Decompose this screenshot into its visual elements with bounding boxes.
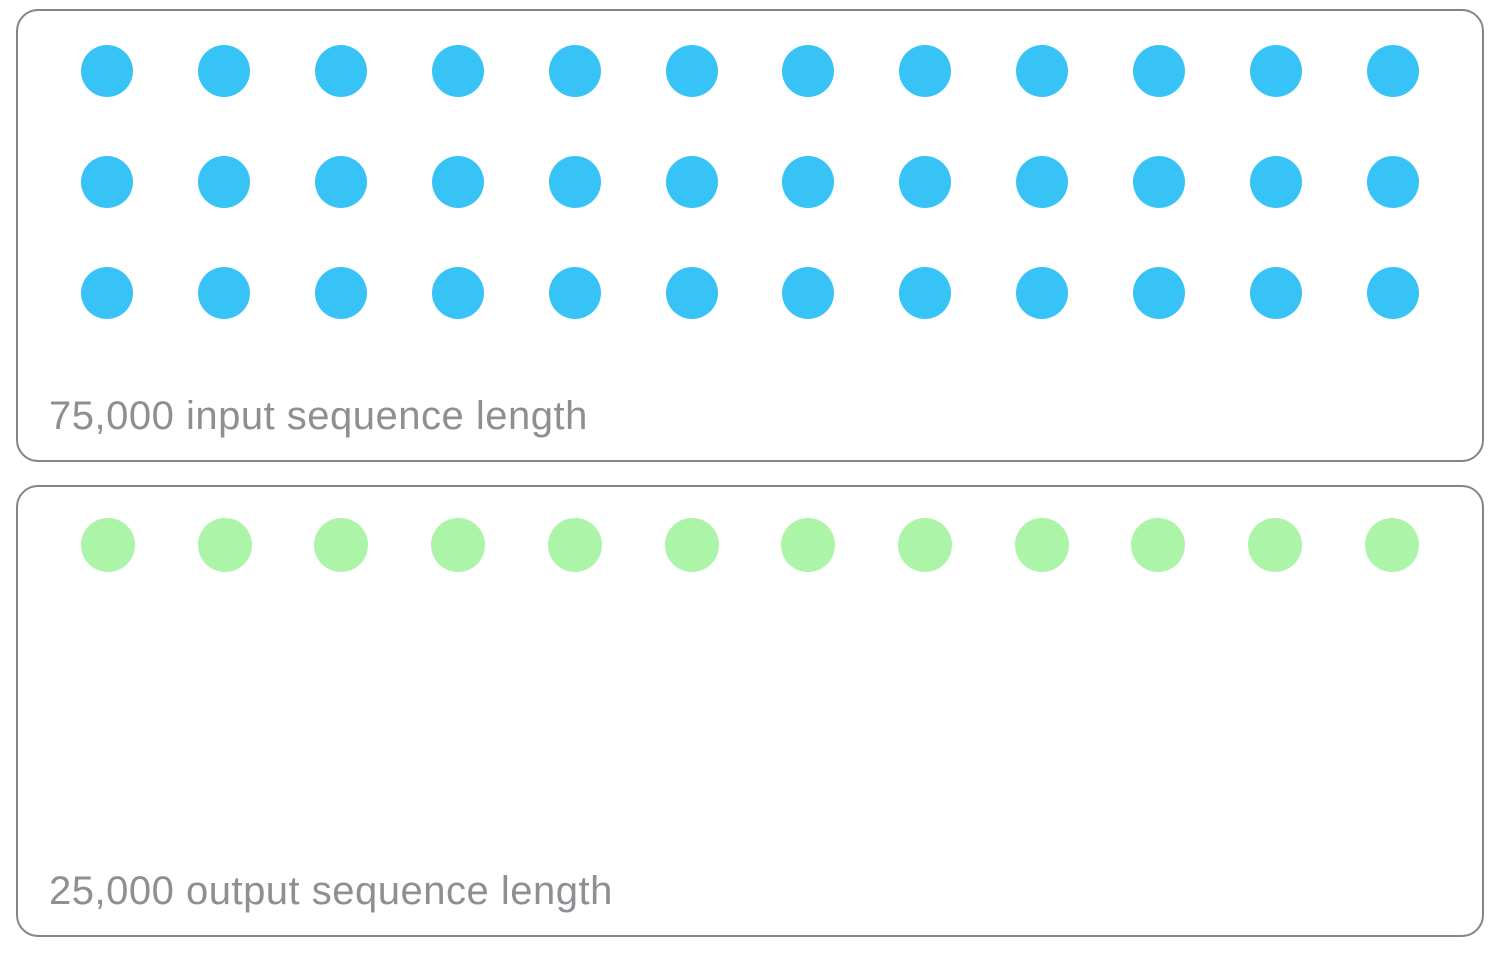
input-token-dot [665,45,718,97]
input-token-dot [431,45,484,97]
input-token-dot [1016,45,1069,97]
output-token-dot [1131,518,1186,572]
input-sequence-label: 75,000 input sequence length [49,394,588,438]
output-token-dot [314,518,369,572]
input-token-dot [548,267,601,319]
input-token-dot [1366,45,1419,97]
dot-row [81,45,1419,97]
input-token-dot [782,45,835,97]
output-sequence-panel: 25,000 output sequence length [16,485,1484,937]
output-token-dot [781,518,836,572]
dot-row [81,518,1419,572]
dot-row [81,156,1419,208]
input-token-dot [1133,45,1186,97]
input-token-dot [81,156,133,208]
input-token-dot [314,156,367,208]
input-sequence-panel: 75,000 input sequence length [16,9,1484,462]
output-token-dot [431,518,486,572]
output-token-dot [664,518,719,572]
output-sequence-label: 25,000 output sequence length [49,869,613,913]
input-token-dot [899,156,952,208]
input-token-dot [1016,267,1069,319]
input-token-dot [1133,156,1186,208]
input-token-dot [81,45,133,97]
output-token-dot [1364,518,1419,572]
input-token-dot [314,45,367,97]
input-token-dot [431,156,484,208]
input-token-dot [197,267,250,319]
input-token-dot [1133,267,1186,319]
input-token-dot [197,45,250,97]
output-token-dot [1014,518,1069,572]
input-token-dot [1366,267,1419,319]
output-token-dot [547,518,602,572]
input-token-dot [665,156,718,208]
input-token-dot [665,267,718,319]
input-token-dot [81,267,133,319]
input-token-dot [782,156,835,208]
input-token-dot [899,45,952,97]
input-dot-grid [18,11,1482,319]
input-token-dot [314,267,367,319]
input-token-dot [548,45,601,97]
input-token-dot [782,267,835,319]
input-token-dot [197,156,250,208]
output-token-dot [898,518,953,572]
input-token-dot [1250,267,1303,319]
input-token-dot [1366,156,1419,208]
dot-row [81,267,1419,319]
output-token-dot [1248,518,1303,572]
output-token-dot [81,518,135,572]
input-token-dot [1250,156,1303,208]
input-token-dot [1250,45,1303,97]
output-dot-grid [18,487,1482,572]
input-token-dot [431,267,484,319]
input-token-dot [899,267,952,319]
input-token-dot [1016,156,1069,208]
output-token-dot [197,518,252,572]
input-token-dot [548,156,601,208]
